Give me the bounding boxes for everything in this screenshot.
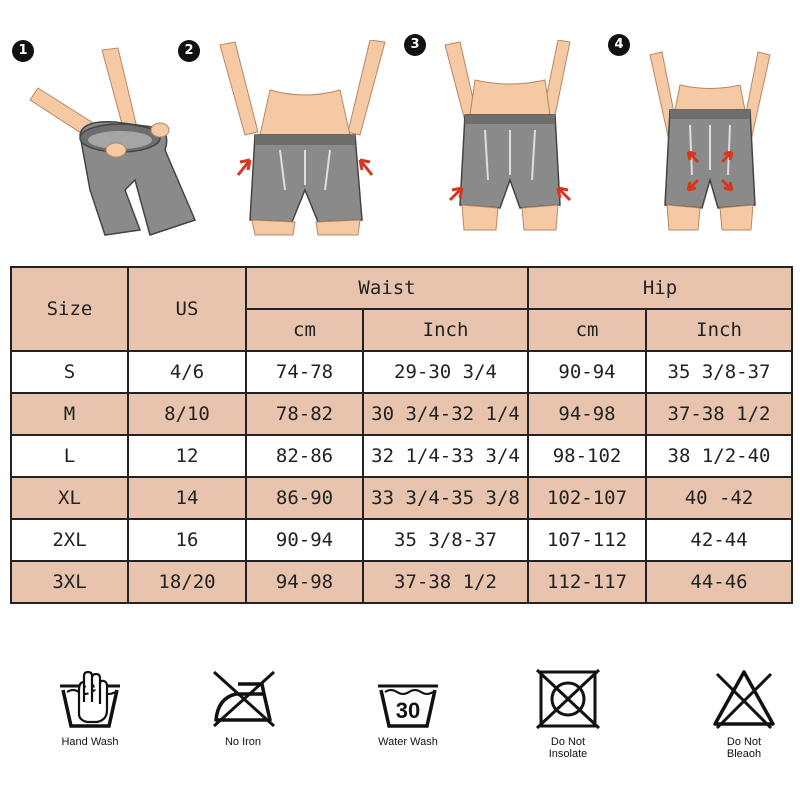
header-waist-inch: Inch bbox=[361, 308, 530, 352]
header-hip-inch: Inch bbox=[645, 308, 794, 352]
wearing-instructions: 1 2 3 bbox=[0, 0, 800, 260]
step-3-illustration bbox=[444, 40, 572, 231]
table-cell: 12 bbox=[127, 434, 247, 478]
table-cell: 78-82 bbox=[245, 392, 364, 436]
table-cell: 29-30 3/4 bbox=[361, 350, 530, 394]
care-label-do-not-insolate: Do Not Insolate bbox=[548, 736, 588, 760]
table-cell: 44-46 bbox=[645, 560, 794, 604]
table-cell: XL bbox=[10, 476, 129, 520]
header-hip: Hip bbox=[527, 266, 794, 310]
hand-wash-icon bbox=[60, 670, 120, 728]
care-label-water-wash: Water Wash bbox=[378, 736, 438, 748]
care-water-wash: 30 Water Wash bbox=[348, 668, 468, 748]
step-number-2: 2 bbox=[178, 40, 200, 62]
table-cell: 90-94 bbox=[527, 350, 648, 394]
header-size: Size bbox=[10, 266, 129, 352]
wash-temperature: 30 bbox=[396, 698, 420, 723]
table-cell: 30 3/4-32 1/4 bbox=[361, 392, 530, 436]
step-2-illustration bbox=[219, 40, 386, 236]
table-cell: 102-107 bbox=[527, 476, 648, 520]
table-cell: 16 bbox=[127, 518, 247, 562]
table-cell: 2XL bbox=[10, 518, 129, 562]
table-cell: S bbox=[10, 350, 129, 394]
table-cell: 107-112 bbox=[527, 518, 648, 562]
table-cell: 33 3/4-35 3/8 bbox=[361, 476, 530, 520]
no-iron-icon bbox=[212, 670, 276, 728]
care-hand-wash: Hand Wash bbox=[30, 668, 150, 748]
table-cell: 8/10 bbox=[127, 392, 247, 436]
care-label-do-not-bleach: Do Not Bleaoh bbox=[726, 736, 762, 760]
step-number-1: 1 bbox=[12, 40, 34, 62]
table-cell: L bbox=[10, 434, 129, 478]
header-us: US bbox=[127, 266, 247, 352]
table-cell: 14 bbox=[127, 476, 247, 520]
table-cell: 94-98 bbox=[527, 392, 648, 436]
do-not-insolate-icon bbox=[535, 668, 601, 730]
table-cell: M bbox=[10, 392, 129, 436]
table-cell: 32 1/4-33 3/4 bbox=[361, 434, 530, 478]
table-cell: 37-38 1/2 bbox=[645, 392, 794, 436]
table-cell: 18/20 bbox=[127, 560, 247, 604]
header-hip-cm: cm bbox=[527, 308, 648, 352]
table-cell: 37-38 1/2 bbox=[361, 560, 530, 604]
table-cell: 74-78 bbox=[245, 350, 364, 394]
table-cell: 4/6 bbox=[127, 350, 247, 394]
table-cell: 94-98 bbox=[245, 560, 364, 604]
care-do-not-bleach: Do Not Bleaoh bbox=[684, 668, 800, 760]
care-label-no-iron: No Iron bbox=[224, 736, 262, 748]
header-waist-cm: cm bbox=[245, 308, 364, 352]
care-no-iron: No Iron bbox=[183, 668, 303, 748]
care-instructions: Hand Wash No Iron 30 Water Wash Do Not I… bbox=[0, 668, 800, 788]
care-label-hand-wash: Hand Wash bbox=[61, 736, 119, 748]
table-cell: 90-94 bbox=[245, 518, 364, 562]
table-cell: 98-102 bbox=[527, 434, 648, 478]
table-cell: 38 1/2-40 bbox=[645, 434, 794, 478]
table-cell: 35 3/8-37 bbox=[645, 350, 794, 394]
table-cell: 112-117 bbox=[527, 560, 648, 604]
table-cell: 82-86 bbox=[245, 434, 364, 478]
water-wash-icon: 30 bbox=[378, 684, 438, 728]
table-cell: 35 3/8-37 bbox=[361, 518, 530, 562]
table-cell: 42-44 bbox=[645, 518, 794, 562]
table-cell: 3XL bbox=[10, 560, 129, 604]
step-number-3: 3 bbox=[404, 34, 426, 56]
step-4-illustration bbox=[649, 51, 771, 231]
step-number-4: 4 bbox=[608, 34, 630, 56]
do-not-bleach-icon bbox=[713, 670, 775, 730]
header-waist: Waist bbox=[244, 266, 530, 310]
table-cell: 86-90 bbox=[245, 476, 364, 520]
care-do-not-insolate: Do Not Insolate bbox=[508, 668, 628, 760]
step-1-illustration bbox=[29, 47, 197, 236]
table-cell: 40 -42 bbox=[645, 476, 794, 520]
